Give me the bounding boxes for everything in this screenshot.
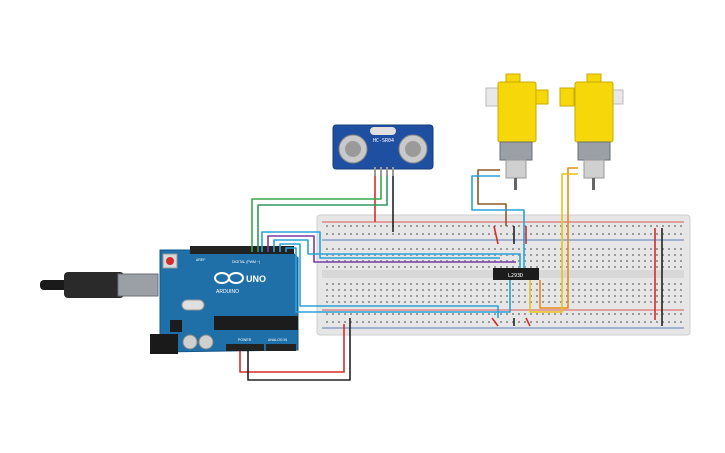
- board-brand-label: ARDUINO: [216, 289, 239, 295]
- dc-motor-left[interactable]: [485, 73, 549, 190]
- ultrasonic-sensor[interactable]: HC-SR04: [332, 124, 434, 176]
- wire-d-purple[interactable]: [267, 235, 516, 263]
- wire-motor-left-a[interactable]: [477, 169, 507, 226]
- jumper-red-1[interactable]: [493, 225, 499, 245]
- wire-sensor-echo[interactable]: [257, 176, 388, 252]
- power-jack: [150, 334, 178, 354]
- wire-motor-right-a[interactable]: [539, 167, 578, 309]
- usb-connector: [117, 273, 159, 297]
- wire-motor-left-b[interactable]: [471, 175, 525, 268]
- sensor-model-label: HC-SR04: [373, 138, 394, 144]
- wires: [239, 167, 663, 381]
- aref-label: AREF: [196, 258, 205, 262]
- wire-d-blue-4[interactable]: [285, 247, 511, 313]
- wire-arduino-5v[interactable]: [239, 324, 345, 373]
- breadboard-holes: [326, 225, 682, 323]
- reset-button[interactable]: [166, 257, 174, 265]
- sensor-receiver: [405, 141, 421, 157]
- board-model-label: UNO: [246, 274, 266, 284]
- wire-motor-right-b[interactable]: [529, 173, 578, 313]
- usb-plug: [64, 272, 124, 298]
- analog-in-label: ANALOG IN: [268, 338, 288, 342]
- driver-model-label: L293D: [508, 273, 523, 279]
- motor-driver-ic[interactable]: L293D: [493, 268, 539, 280]
- power-label: POWER: [238, 338, 252, 342]
- sensor-transmitter: [345, 141, 361, 157]
- arduino-uno-board[interactable]: UNO ARDUINO DIGITAL (PWM ~) AREF POWER A…: [40, 246, 299, 354]
- dc-motor-right[interactable]: [559, 73, 624, 190]
- wire-d-blue-2[interactable]: [273, 239, 521, 268]
- wire-d-blue-1[interactable]: [261, 231, 500, 259]
- jumper-red-3[interactable]: [491, 317, 499, 327]
- atmega-chip: [214, 316, 298, 330]
- usb-cable: [40, 280, 68, 290]
- jumper-red-4[interactable]: [525, 317, 531, 327]
- wire-d-blue-3[interactable]: [279, 243, 499, 318]
- wire-arduino-gnd[interactable]: [247, 318, 351, 381]
- arduino-logo: [214, 272, 244, 284]
- digital-label: DIGITAL (PWM ~): [232, 260, 260, 264]
- wire-sensor-trig[interactable]: [251, 176, 382, 252]
